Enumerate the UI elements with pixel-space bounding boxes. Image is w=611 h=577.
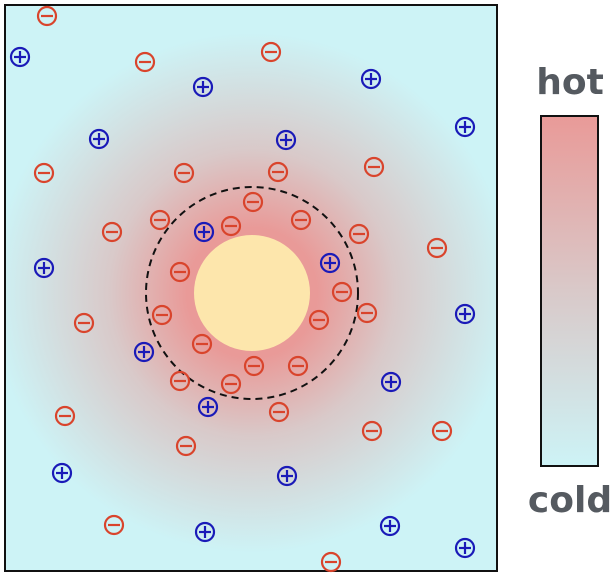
dashed-boundary-circle: [145, 186, 359, 400]
positive-charge-icon: [360, 68, 382, 90]
negative-charge-icon: [426, 237, 448, 259]
legend-hot-label: hot: [536, 62, 604, 103]
negative-charge-icon: [363, 156, 385, 178]
positive-charge-icon: [197, 396, 219, 418]
negative-charge-icon: [308, 309, 330, 331]
negative-charge-icon: [33, 162, 55, 184]
positive-charge-icon: [276, 465, 298, 487]
negative-charge-icon: [361, 420, 383, 442]
negative-charge-icon: [169, 370, 191, 392]
negative-charge-icon: [54, 405, 76, 427]
negative-charge-icon: [287, 355, 309, 377]
negative-charge-icon: [290, 209, 312, 231]
positive-charge-icon: [194, 521, 216, 543]
positive-charge-icon: [133, 341, 155, 363]
positive-charge-icon: [379, 515, 401, 537]
negative-charge-icon: [320, 551, 342, 573]
negative-charge-icon: [101, 221, 123, 243]
positive-charge-icon: [51, 462, 73, 484]
positive-charge-icon: [9, 46, 31, 68]
legend-colorbar: [540, 115, 599, 467]
positive-charge-icon: [319, 252, 341, 274]
negative-charge-icon: [134, 51, 156, 73]
negative-charge-icon: [73, 312, 95, 334]
positive-charge-icon: [193, 221, 215, 243]
negative-charge-icon: [356, 302, 378, 324]
negative-charge-icon: [151, 304, 173, 326]
positive-charge-icon: [454, 537, 476, 559]
negative-charge-icon: [191, 333, 213, 355]
positive-charge-icon: [192, 76, 214, 98]
charges-layer: [9, 5, 476, 573]
positive-charge-icon: [88, 128, 110, 150]
negative-charge-icon: [220, 215, 242, 237]
negative-charge-icon: [331, 281, 353, 303]
positive-charge-icon: [33, 257, 55, 279]
negative-charge-icon: [267, 161, 289, 183]
negative-charge-icon: [175, 435, 197, 457]
negative-charge-icon: [348, 223, 370, 245]
negative-charge-icon: [243, 355, 265, 377]
legend-cold-label: cold: [528, 480, 611, 521]
negative-charge-icon: [149, 209, 171, 231]
positive-charge-icon: [454, 303, 476, 325]
negative-charge-icon: [268, 401, 290, 423]
central-particle: [194, 235, 310, 351]
negative-charge-icon: [242, 191, 264, 213]
negative-charge-icon: [173, 162, 195, 184]
negative-charge-icon: [36, 5, 58, 27]
negative-charge-icon: [431, 420, 453, 442]
negative-charge-icon: [103, 514, 125, 536]
negative-charge-icon: [260, 41, 282, 63]
positive-charge-icon: [380, 371, 402, 393]
negative-charge-icon: [169, 261, 191, 283]
positive-charge-icon: [454, 116, 476, 138]
negative-charge-icon: [220, 373, 242, 395]
positive-charge-icon: [275, 129, 297, 151]
